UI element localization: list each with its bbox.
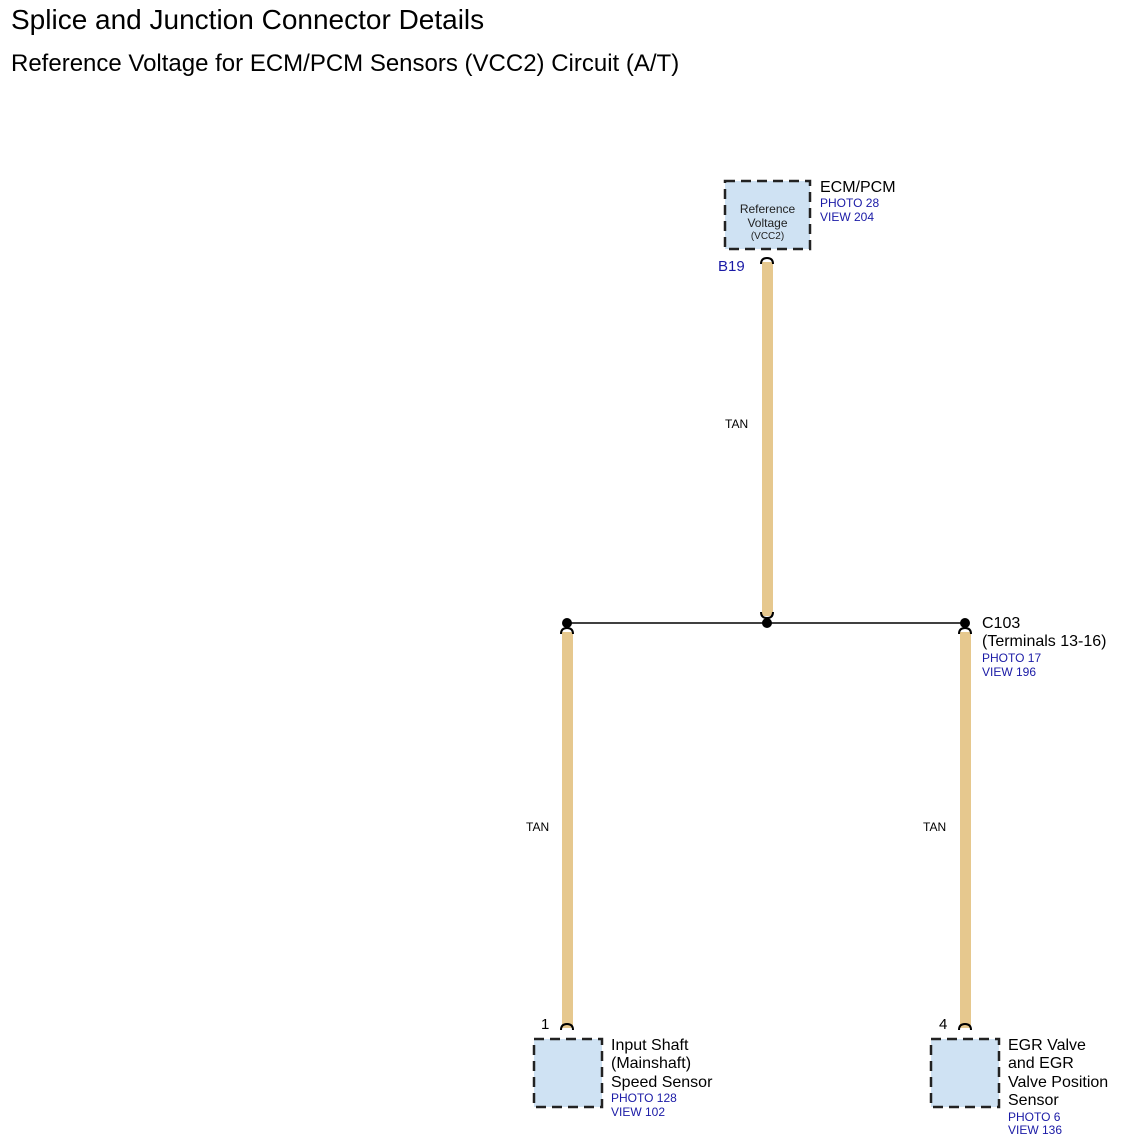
terminal-right-bottom — [958, 1022, 972, 1031]
c103-terminals: (Terminals 13-16) — [982, 633, 1107, 651]
c103-name: C103 — [982, 615, 1021, 632]
wire-right[interactable] — [960, 632, 971, 1028]
ecm-box-line2: Voltage — [747, 216, 788, 231]
c103-photo-link[interactable]: PHOTO 17 — [982, 650, 1042, 665]
input-sensor-box[interactable] — [532, 1037, 604, 1109]
page-title: Splice and Junction Connector Details — [11, 4, 485, 35]
wire-right-color: TAN — [923, 820, 947, 834]
ecm-pin-label: B19 — [718, 258, 745, 275]
ecm-box-line1: Reference — [739, 202, 796, 216]
egr-sensor-line2: and EGR — [1008, 1055, 1074, 1073]
splice-dot-left — [562, 618, 572, 628]
terminal-left-top — [560, 626, 574, 635]
egr-sensor-view-link[interactable]: VIEW 136 — [1008, 1123, 1063, 1138]
terminal-ecm-bottom — [760, 256, 774, 265]
egr-sensor-line3: Valve Position — [1008, 1073, 1109, 1091]
input-sensor-photo-link[interactable]: PHOTO 128 — [611, 1091, 677, 1106]
egr-sensor-line4: Sensor — [1008, 1092, 1059, 1110]
terminal-right-top — [958, 626, 972, 635]
ecm-view-link[interactable]: VIEW 204 — [820, 210, 875, 225]
egr-sensor-label: EGR Valve and EGR Valve Position Sensor … — [1008, 1037, 1108, 1138]
egr-sensor-line1: EGR Valve — [1008, 1037, 1086, 1054]
wire-top[interactable] — [762, 262, 773, 616]
input-sensor-line2: (Mainshaft) — [611, 1055, 692, 1073]
ecm-label: ECM/PCM PHOTO 28 VIEW 204 — [820, 179, 896, 225]
wire-left-color: TAN — [526, 820, 550, 834]
input-sensor-pin: 1 — [541, 1016, 550, 1033]
input-sensor-view-link[interactable]: VIEW 102 — [611, 1104, 666, 1119]
input-sensor-line3: Speed Sensor — [611, 1073, 713, 1091]
wire-top-color: TAN — [725, 417, 749, 431]
ecm-name: ECM/PCM — [820, 179, 896, 196]
c103-view-link[interactable]: VIEW 196 — [982, 664, 1037, 679]
page-subtitle: Reference Voltage for ECM/PCM Sensors (V… — [11, 50, 680, 77]
terminal-left-bottom — [560, 1022, 574, 1031]
splice-dot-center — [762, 618, 772, 628]
ecm-box-line3: (VCC2) — [750, 230, 785, 242]
egr-sensor-photo-link[interactable]: PHOTO 6 — [1008, 1109, 1061, 1124]
c103-label: C103 (Terminals 13-16) PHOTO 17 VIEW 196 — [982, 615, 1106, 679]
egr-sensor-box[interactable] — [929, 1037, 1001, 1109]
input-sensor-label: Input Shaft (Mainshaft) Speed Sensor PHO… — [611, 1037, 712, 1120]
wire-left[interactable] — [562, 632, 573, 1028]
ecm-connector-box[interactable] — [723, 179, 812, 251]
egr-sensor-pin: 4 — [939, 1016, 948, 1033]
ecm-photo-link[interactable]: PHOTO 28 — [820, 196, 880, 211]
ecm-box-label: Reference Voltage (VCC2) — [727, 202, 808, 243]
splice-dot-right — [960, 618, 970, 628]
input-sensor-line1: Input Shaft — [611, 1037, 689, 1054]
